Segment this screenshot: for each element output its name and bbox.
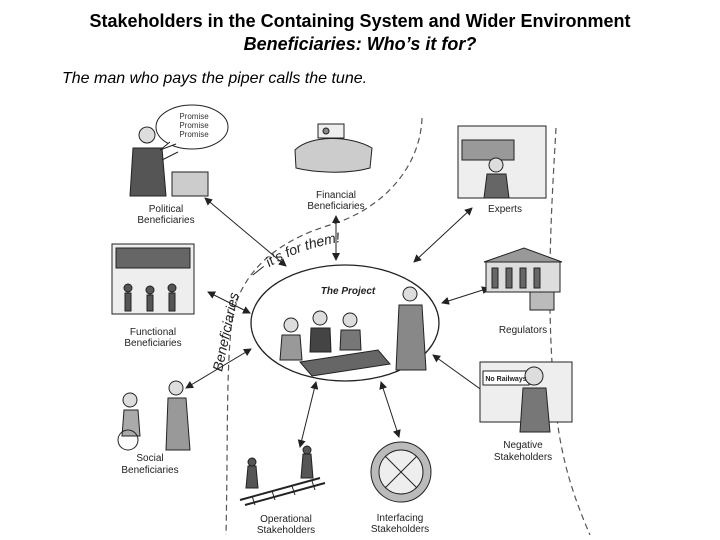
label-negative-1: Negative (503, 440, 543, 451)
label-social-1: Social (136, 453, 163, 464)
label-operational-2: Stakeholders (257, 525, 315, 536)
node-functional: Functional Beneficiaries (111, 243, 195, 349)
money-hand-icon (294, 123, 373, 173)
puzzle-circle-icon (370, 441, 432, 503)
node-regulators: Regulators (483, 247, 563, 336)
label-negative-2: Stakeholders (494, 452, 552, 463)
sign-text: No Railways (485, 376, 526, 383)
label-interfacing-2: Stakeholders (371, 524, 429, 535)
train-expert-icon (457, 125, 547, 199)
project-label: The Project (321, 286, 376, 297)
node-political: Promise Promise Promise Political Benefi… (129, 104, 229, 226)
arrow-interfacing (379, 381, 401, 438)
slide-subtitle: Beneficiaries: Who’s it for? (243, 34, 477, 54)
label-financial-1: Financial (316, 190, 356, 201)
arrow-political (204, 197, 287, 267)
label-political-1: Political (149, 204, 183, 215)
boundary-curve-left (225, 117, 423, 536)
wheelchair-people-icon (117, 380, 191, 451)
government-building-icon (483, 247, 563, 311)
label-experts: Experts (488, 204, 522, 215)
arrow-experts (413, 207, 473, 263)
label-social-2: Beneficiaries (121, 465, 178, 476)
node-interfacing: Interfacing Stakeholders (370, 441, 432, 535)
boundary-curve-right (549, 127, 591, 536)
speech-line-2: Promise (179, 121, 209, 130)
label-operational-1: Operational (260, 514, 312, 525)
arrow-regulators (441, 286, 490, 305)
rail-workers-icon (239, 445, 326, 506)
slide-title: Stakeholders in the Containing System an… (89, 11, 631, 31)
meeting-people-icon (279, 286, 427, 377)
arrow-social (185, 348, 252, 389)
speech-line-1: Promise (179, 112, 209, 121)
arrow-functional (207, 291, 251, 314)
beneficiaries-side-text: Beneficiaries (209, 291, 241, 373)
project-ellipse: The Project (250, 264, 440, 382)
label-interfacing-1: Interfacing (377, 513, 424, 524)
label-financial-2: Beneficiaries (307, 201, 364, 212)
node-negative: No Railways Negative Stakeholders (479, 361, 573, 463)
node-experts: Experts (457, 125, 547, 215)
label-regulators: Regulators (499, 325, 547, 336)
speech-line-3: Promise (179, 130, 209, 139)
node-financial: Financial Beneficiaries (294, 123, 373, 212)
node-social: Social Beneficiaries (117, 380, 191, 476)
node-operational: Operational Stakeholders (239, 445, 326, 536)
arrow-operational (297, 381, 319, 448)
protester-icon (479, 361, 573, 433)
label-functional-1: Functional (130, 327, 176, 338)
station-crowd-icon (111, 243, 195, 315)
politician-icon (129, 104, 229, 197)
label-functional-2: Beneficiaries (124, 338, 181, 349)
connector-arrows (185, 197, 491, 448)
label-political-2: Beneficiaries (137, 215, 194, 226)
tagline: The man who pays the piper calls the tun… (62, 70, 368, 87)
